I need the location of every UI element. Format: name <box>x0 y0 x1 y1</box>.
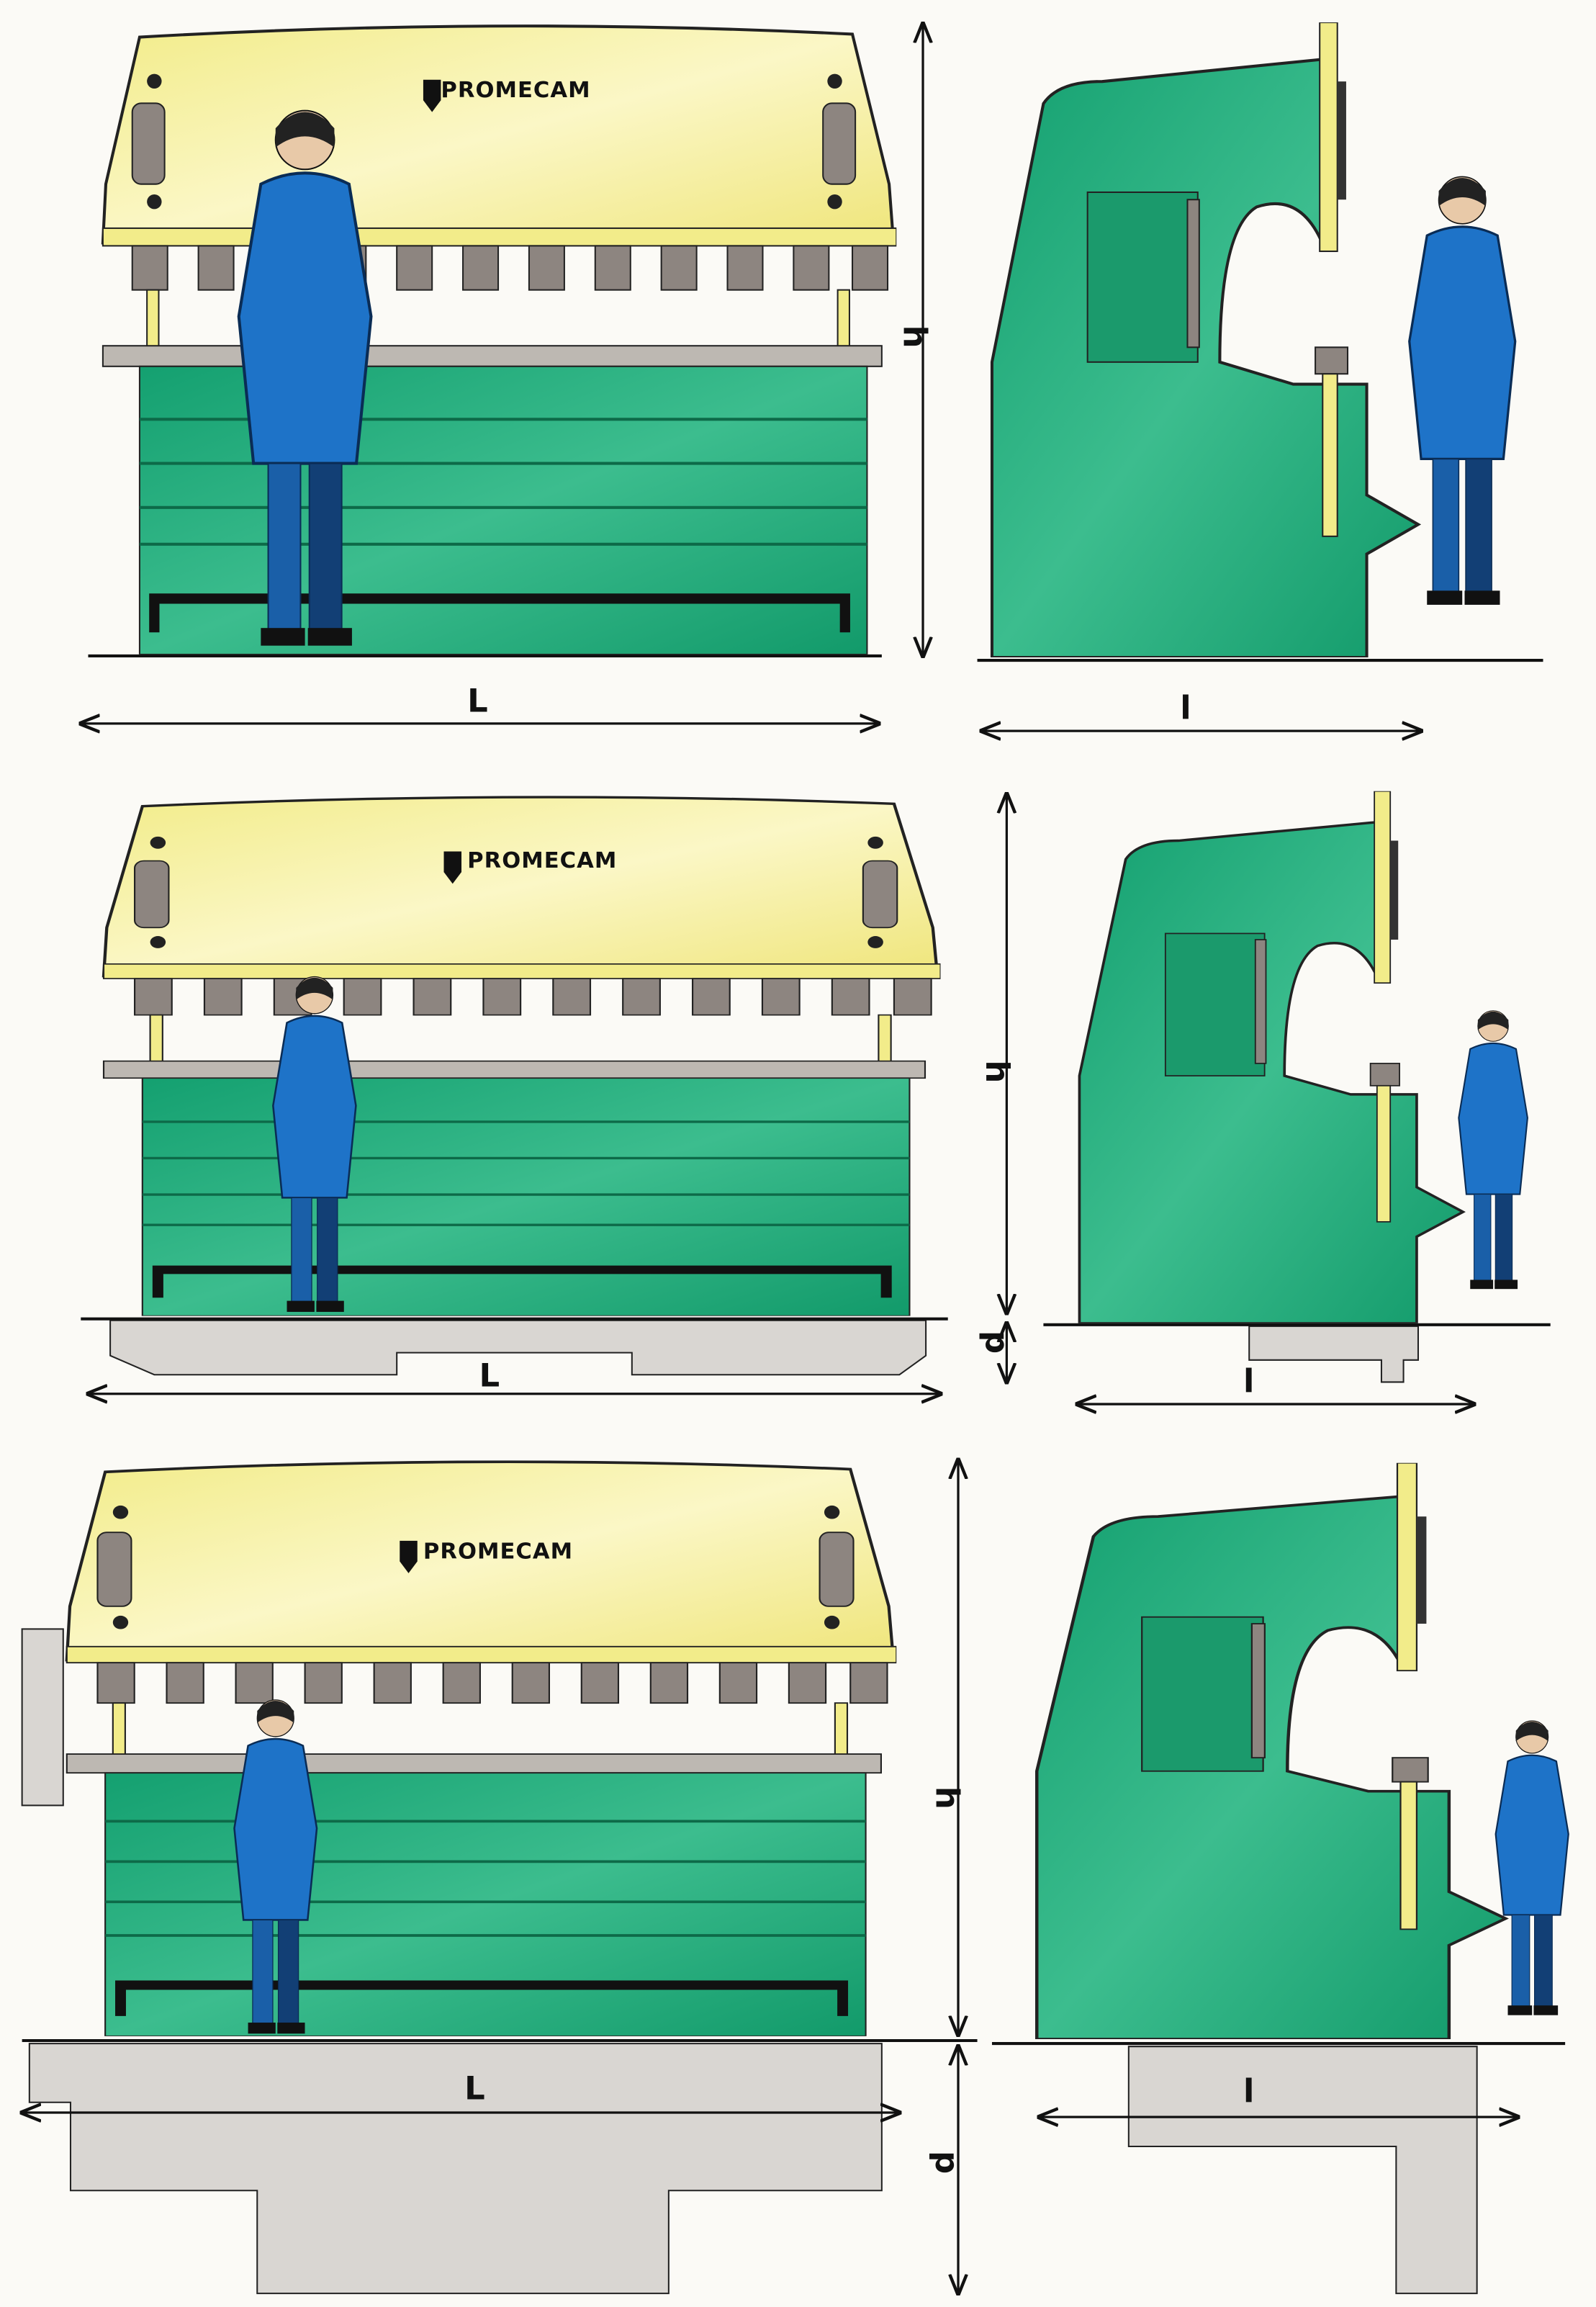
row-deep-foundation: PROMECAM h p L l <box>22 1460 1569 2293</box>
side-view-machine <box>992 22 1418 657</box>
logo-mark-icon <box>423 79 441 112</box>
brand-logo: PROMECAM <box>423 1539 573 1564</box>
side-control-cabinet <box>21 1628 64 1807</box>
pit-label: p <box>978 1331 1016 1354</box>
operator-side <box>1407 175 1517 606</box>
operator-side <box>1458 1009 1529 1290</box>
logo-mark-icon <box>400 1540 418 1573</box>
length-label: L <box>464 2069 485 2108</box>
foundation-front <box>28 2043 883 2295</box>
foundation-front <box>109 1319 927 1376</box>
depth-label: l <box>1243 2072 1254 2110</box>
height-label: h <box>928 1786 966 1809</box>
depth-label: l <box>1243 1362 1254 1400</box>
length-label: L <box>467 682 488 720</box>
length-label: L <box>479 1357 500 1395</box>
front-view-machine <box>104 797 941 1316</box>
row-shallow-foundation: PROMECAM h p L l <box>81 791 1551 1404</box>
front-view-machine <box>103 26 896 655</box>
operator-side <box>1494 1719 1569 2016</box>
brand-logo: PROMECAM <box>467 848 617 873</box>
foundation-side <box>1248 1325 1420 1383</box>
depth-label: l <box>1180 689 1191 727</box>
foundation-side <box>1127 2046 1478 2295</box>
pit-label: p <box>928 2151 966 2174</box>
side-view-machine <box>1037 1463 1505 2039</box>
row-floor-mounted: PROMECAM h L l <box>81 22 1543 731</box>
brand-logo: PROMECAM <box>441 78 590 103</box>
logo-mark-icon <box>443 851 462 884</box>
side-view-machine <box>1078 791 1465 1323</box>
height-label: h <box>978 1060 1016 1083</box>
height-label: h <box>896 325 934 348</box>
